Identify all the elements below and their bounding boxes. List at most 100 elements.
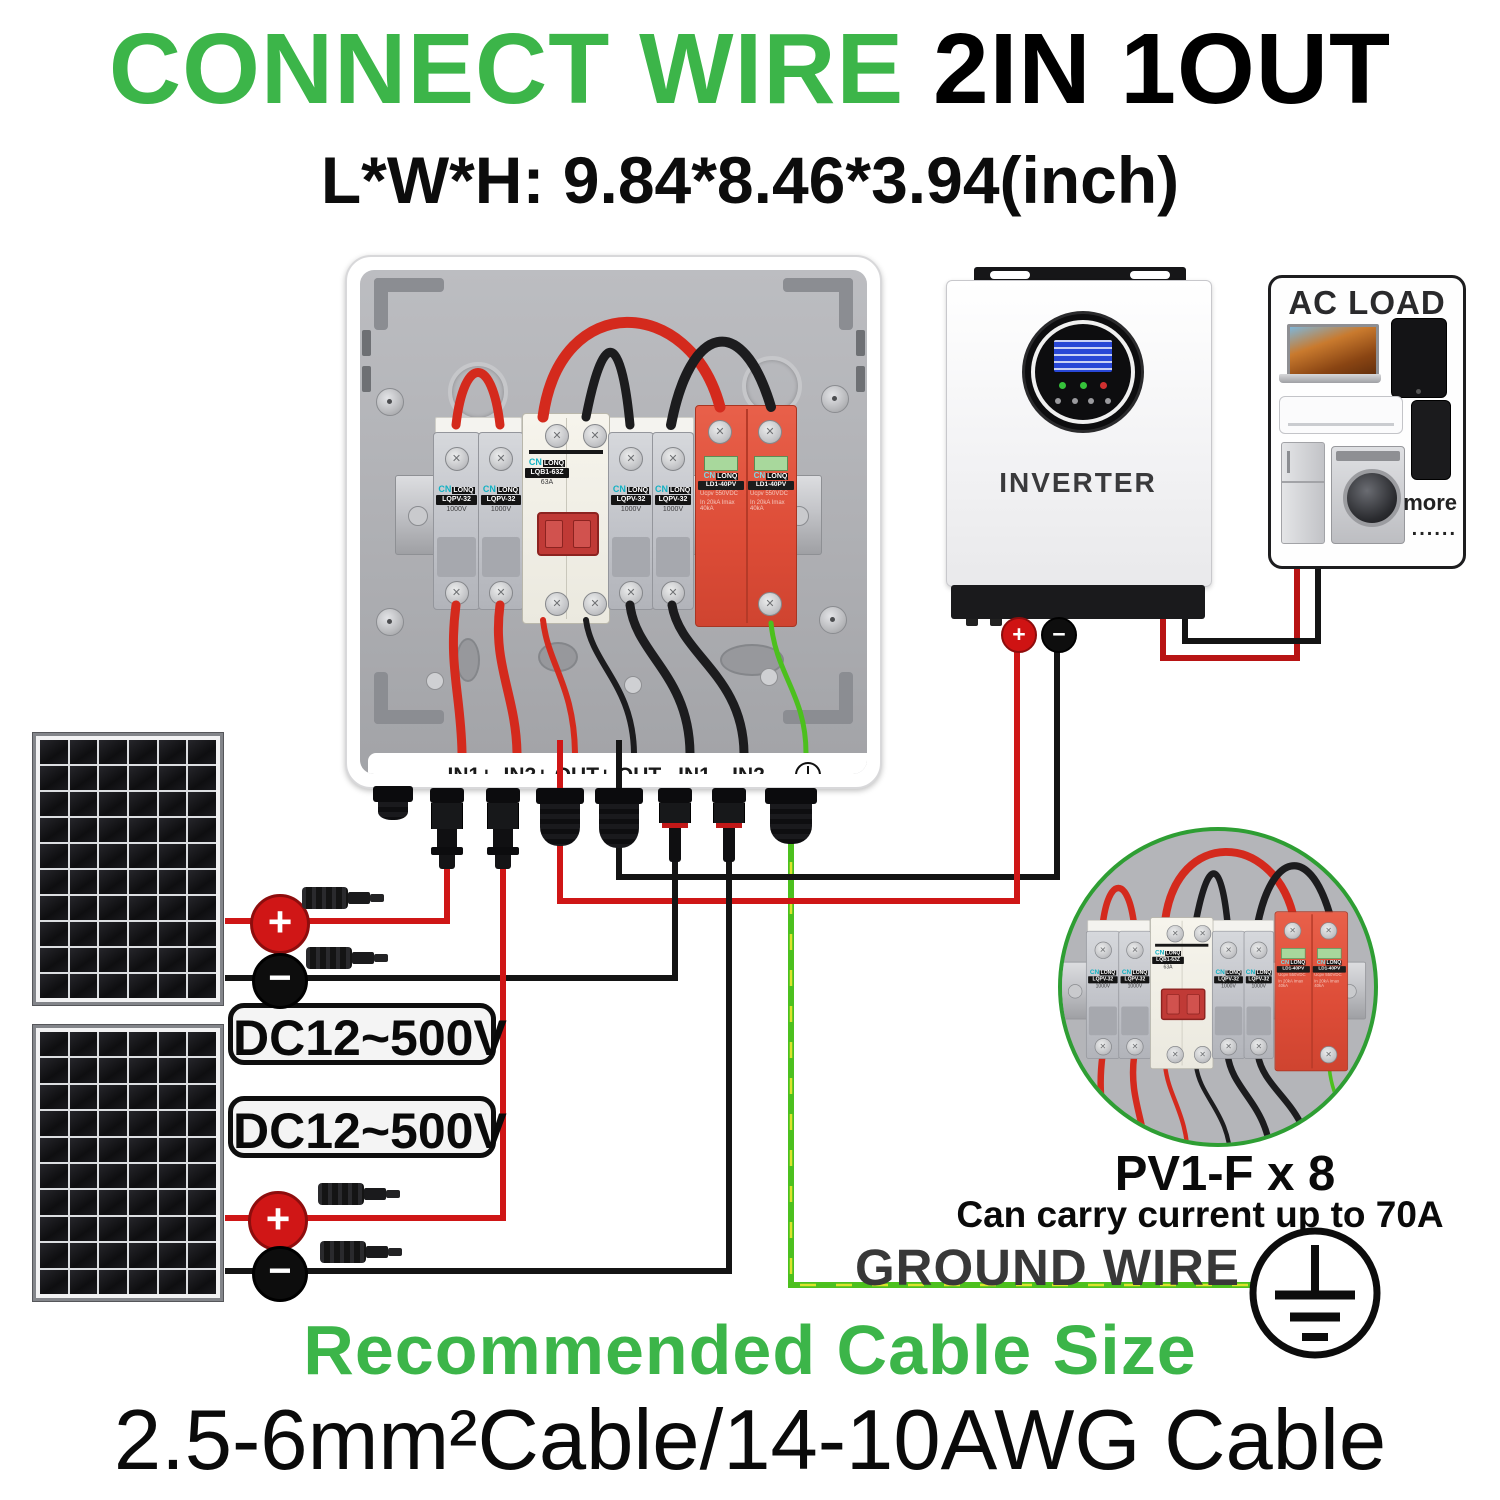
wall-slot xyxy=(362,366,371,392)
solar-cell xyxy=(128,1163,157,1189)
panel2-negative-marker: − xyxy=(252,1246,308,1302)
ground-symbol-large xyxy=(1249,1227,1381,1359)
brand-lonq: LONQ xyxy=(1289,960,1306,966)
model-label: LD1-40PV xyxy=(1312,966,1346,973)
solar-cell xyxy=(40,844,68,868)
brand-lonq: LONQ xyxy=(1131,970,1148,976)
breaker-toggle xyxy=(537,512,599,556)
solar-cell xyxy=(158,1190,187,1215)
solar-cell xyxy=(40,896,68,920)
solar-cell xyxy=(158,1163,187,1189)
solar-cell xyxy=(69,844,98,868)
mc4-connector-in2-minus xyxy=(712,788,746,862)
solar-cell xyxy=(188,1137,216,1162)
solar-cell xyxy=(99,766,127,790)
fuse-holder-2: CNLONQ LQPV-32 1000V xyxy=(1118,930,1152,1059)
screw-icon xyxy=(1094,941,1112,959)
rating-label: 1000V xyxy=(1095,983,1111,990)
breaker-zoom-inset: CNLONQ LQPV-32 1000V CNLONQ LQPV-32 1000… xyxy=(1058,827,1378,1147)
screw-icon xyxy=(1319,922,1338,940)
solar-cell xyxy=(188,1190,216,1215)
mc4-pigtail-icon xyxy=(320,1240,406,1264)
solar-cell xyxy=(188,870,216,894)
solar-cell xyxy=(40,766,68,790)
inverter-negative-terminal: − xyxy=(1041,617,1077,653)
solar-cell xyxy=(188,974,216,998)
panel1-positive-marker: + xyxy=(250,894,310,954)
solar-cell xyxy=(188,740,216,764)
solar-cell xyxy=(158,922,187,946)
wall-slot xyxy=(362,330,371,356)
solar-cell xyxy=(158,870,187,894)
mounting-bracket xyxy=(974,267,1186,283)
screw-icon xyxy=(1166,1046,1184,1064)
screw-icon xyxy=(1193,925,1212,943)
display-button xyxy=(1088,398,1095,404)
screw-icon xyxy=(1219,1038,1238,1056)
ground-symbol-icon xyxy=(795,762,821,774)
fuse-holder-1: CNLONQ LQPV-32 1000V xyxy=(1085,930,1120,1059)
screw-icon xyxy=(1166,925,1184,943)
laptop-icon xyxy=(1279,324,1381,384)
solar-cell xyxy=(69,1163,98,1189)
screw-icon xyxy=(1319,1046,1338,1064)
solar-cell xyxy=(128,974,157,998)
solar-cell xyxy=(40,792,68,816)
brand-cn: CN xyxy=(1280,958,1290,966)
brand-cn: CN xyxy=(703,471,716,480)
status-window xyxy=(1281,948,1306,959)
brand-label: CNLONQ xyxy=(1214,968,1243,976)
solar-cell xyxy=(158,740,187,764)
spd-label: CNLONQ LD1-40PV Ucpv 550VDC In 20kA Imax… xyxy=(1312,959,1346,990)
more-dots: ...... xyxy=(1411,518,1457,540)
solar-cell xyxy=(69,870,98,894)
rating-label: 1000V xyxy=(490,505,512,513)
cable-gland-small xyxy=(373,786,413,820)
status-window xyxy=(704,456,738,471)
solar-cell xyxy=(158,948,187,972)
solar-panel-1 xyxy=(32,732,224,1006)
solar-cell xyxy=(69,740,98,764)
breaker-zoom-content: CNLONQ LQPV-32 1000V CNLONQ LQPV-32 1000… xyxy=(1062,831,1374,1143)
model-label: LD1-40PV xyxy=(748,481,794,491)
mc4-connector-in1-plus xyxy=(430,788,464,869)
display-button xyxy=(1071,398,1078,404)
solar-cell xyxy=(128,922,157,946)
solar-cell xyxy=(40,1190,68,1215)
solar-cell xyxy=(128,1269,157,1294)
fuse-label: CNLONQ LQPV-32 1000V xyxy=(1120,968,1150,989)
brand-lonq: LONQ xyxy=(669,487,692,494)
solar-cell xyxy=(69,766,98,790)
brand-cn: CN xyxy=(1089,968,1100,976)
brand-lonq: LONQ xyxy=(1225,970,1242,976)
brand-lonq: LONQ xyxy=(1325,960,1342,966)
inverter-display xyxy=(1022,311,1144,433)
mc4-pigtail-icon xyxy=(318,1182,404,1206)
solar-cell xyxy=(40,974,68,998)
cable-gland-ground xyxy=(765,788,817,844)
breaker-assembly: CNLONQ LQPV-32 1000V CNLONQ LQPV-32 1000… xyxy=(1062,831,1374,1143)
solar-cell xyxy=(40,1163,68,1189)
brand-cn: CN xyxy=(528,457,542,467)
solar-cell xyxy=(99,1269,127,1294)
mount-screw xyxy=(821,385,849,413)
solar-cell xyxy=(158,1058,187,1083)
solar-cell xyxy=(69,1084,98,1110)
model-label: LQB1-63Z xyxy=(1152,957,1184,964)
solar-cell xyxy=(188,896,216,920)
solar-cell xyxy=(188,1243,216,1268)
solar-cell xyxy=(99,922,127,946)
solar-cell xyxy=(158,844,187,868)
solar-cell xyxy=(188,1084,216,1110)
fuse-holder-4: CNLONQ LQPV-32 1000V xyxy=(1243,930,1274,1059)
brand-label: CNLONQ xyxy=(1246,968,1272,976)
